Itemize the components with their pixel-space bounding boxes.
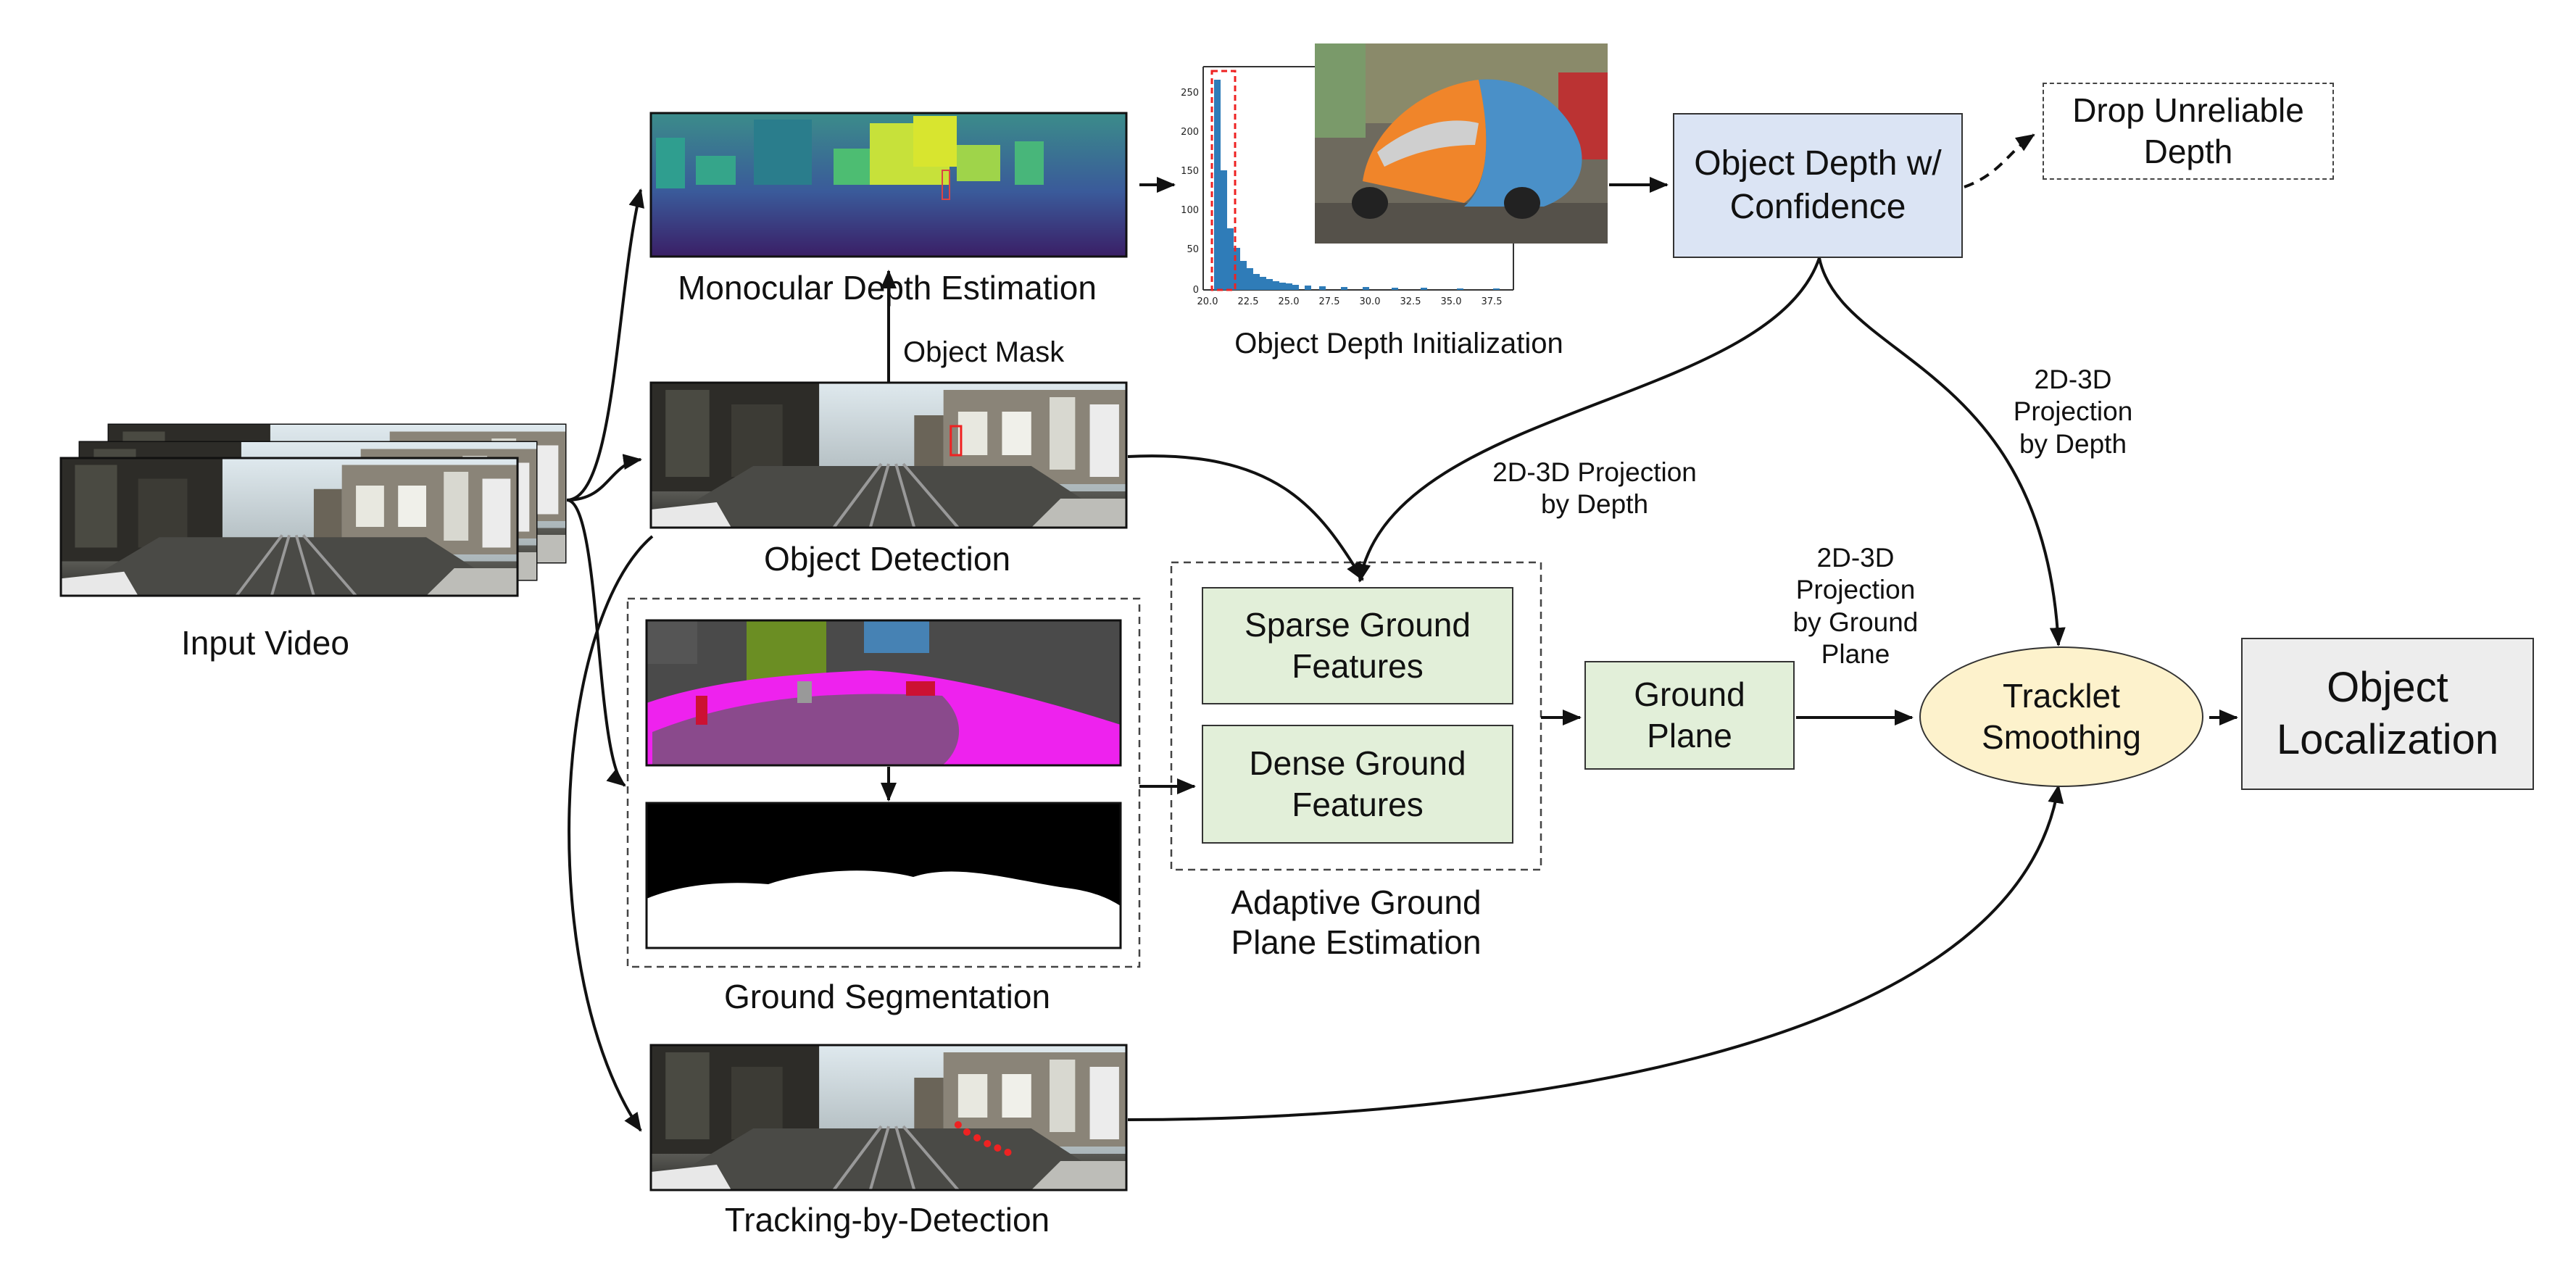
proj-ground-label: 2D-3D Projection by Ground Plane xyxy=(1792,543,1919,670)
input-video-label: Input Video xyxy=(181,624,349,662)
dense-ground-box: Dense Ground Features xyxy=(1202,725,1513,844)
ground-seg-label: Ground Segmentation xyxy=(723,978,1051,1015)
object-depth-box: Object Depth w/ Confidence xyxy=(1673,113,1963,258)
drop-unreliable-box: Drop Unreliable Depth xyxy=(2043,83,2334,180)
depth-init-label: Object Depth Initialization xyxy=(1234,328,1563,359)
connectors xyxy=(566,133,2238,1132)
proj-depth-label-1: 2D-3D Projection by Depth xyxy=(1492,457,1697,520)
hist-xtick: 27.5 xyxy=(1319,296,1340,307)
tracking-image xyxy=(649,1044,1128,1191)
ground-segmentation-group xyxy=(626,597,1141,968)
hist-xtick: 22.5 xyxy=(1238,296,1259,307)
car-depth-inset xyxy=(1315,43,1608,244)
object-localization-box: Object Localization xyxy=(2241,638,2534,790)
object-detection-image xyxy=(649,381,1128,529)
hist-xtick: 20.0 xyxy=(1197,296,1218,307)
hist-xtick: 32.5 xyxy=(1400,296,1421,307)
depth-map-image xyxy=(649,112,1128,258)
hist-ytick: 200 xyxy=(1181,127,1199,138)
tracklet-smoothing-ellipse: Tracklet Smoothing xyxy=(1919,646,2203,787)
proj-depth-label-2: 2D-3D Projection by Depth xyxy=(2013,365,2133,459)
hist-ytick: 100 xyxy=(1181,205,1199,216)
sparse-ground-box: Sparse Ground Features xyxy=(1202,587,1513,704)
hist-xtick: 37.5 xyxy=(1482,296,1503,307)
hist-xtick: 35.0 xyxy=(1441,296,1462,307)
adaptive-ground-label: Adaptive Ground Plane Estimation xyxy=(1231,883,1482,962)
input-video-stack xyxy=(59,423,567,597)
mono-depth-label: Monocular Depth Estimation xyxy=(678,269,1097,307)
tracking-label: Tracking-by-Detection xyxy=(724,1201,1050,1239)
hist-ytick: 250 xyxy=(1181,88,1199,99)
object-detection-label: Object Detection xyxy=(763,540,1011,578)
depth-histogram: 250 200 150 100 50 0 20.0 22.5 25.0 27.5… xyxy=(1181,66,1514,307)
hist-ytick: 50 xyxy=(1187,244,1199,255)
object-mask-label: Object Mask xyxy=(903,336,1065,368)
hist-ytick: 0 xyxy=(1193,285,1199,296)
hist-xtick: 30.0 xyxy=(1360,296,1381,307)
hist-xtick: 25.0 xyxy=(1279,296,1300,307)
ground-plane-box: Ground Plane xyxy=(1584,661,1795,770)
hist-ytick: 150 xyxy=(1181,166,1199,177)
